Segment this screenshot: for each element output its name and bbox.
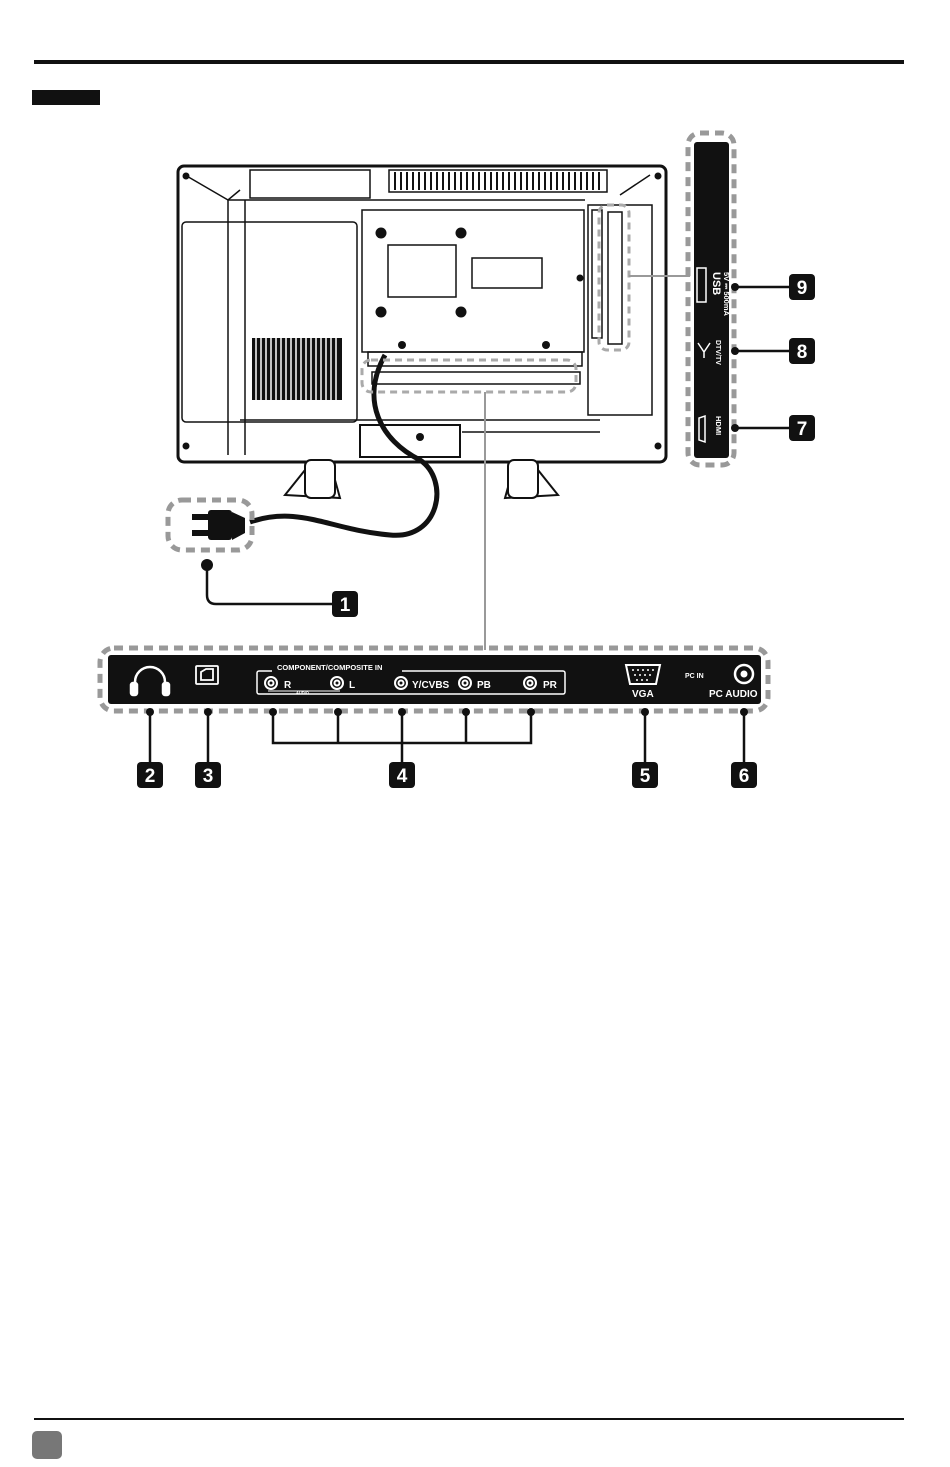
callout-7: 7 <box>789 415 815 441</box>
rear-leader-lines <box>150 712 744 762</box>
callout-5-number: 5 <box>640 766 651 787</box>
component-header: COMPONENT/COMPOSITE IN <box>277 663 382 672</box>
stand-feet <box>285 460 558 498</box>
callout-3: 3 <box>195 762 221 788</box>
callout-6-number: 6 <box>739 766 750 787</box>
usb-label: USB <box>710 272 722 295</box>
callout-9-number: 9 <box>797 278 808 299</box>
jack-pb-label: PB <box>477 680 491 691</box>
hdmi-label: HDMI <box>714 416 723 435</box>
callout-8: 8 <box>789 338 815 364</box>
jack-r-label: R <box>284 680 292 691</box>
pc-audio-label: PC AUDIO <box>709 689 758 700</box>
bottom-rule <box>34 1418 904 1420</box>
callout-1-number: 1 <box>340 595 351 616</box>
callout-2: 2 <box>137 762 163 788</box>
power-plug-icon <box>192 510 245 540</box>
antenna-label: DTV/TV <box>714 340 721 365</box>
jack-y-label: Y/CVBS <box>412 680 450 691</box>
jack-l-label: L <box>349 680 355 691</box>
callout-2-number: 2 <box>145 766 156 787</box>
callout-5: 5 <box>632 762 658 788</box>
jack-pr-label: PR <box>543 680 558 691</box>
tv-back-illustration <box>178 166 666 462</box>
callout-7-number: 7 <box>797 419 808 440</box>
callout-4-number: 4 <box>397 766 408 787</box>
audio-sublabel: AUDIO <box>296 690 309 695</box>
callout-6: 6 <box>731 762 757 788</box>
side-leaders <box>733 287 790 428</box>
callout-3-number: 3 <box>203 766 214 787</box>
usb-rating: 5V ⎓ 500mA <box>722 272 731 317</box>
page-number-badge <box>32 1431 62 1459</box>
callout-9: 9 <box>789 274 815 300</box>
plug-leader-line <box>207 568 336 604</box>
callout-8-number: 8 <box>797 342 808 363</box>
callout-1: 1 <box>332 591 358 617</box>
vga-label: VGA <box>632 689 654 700</box>
callout-4: 4 <box>389 762 415 788</box>
pc-in-label: PC IN <box>685 673 704 680</box>
